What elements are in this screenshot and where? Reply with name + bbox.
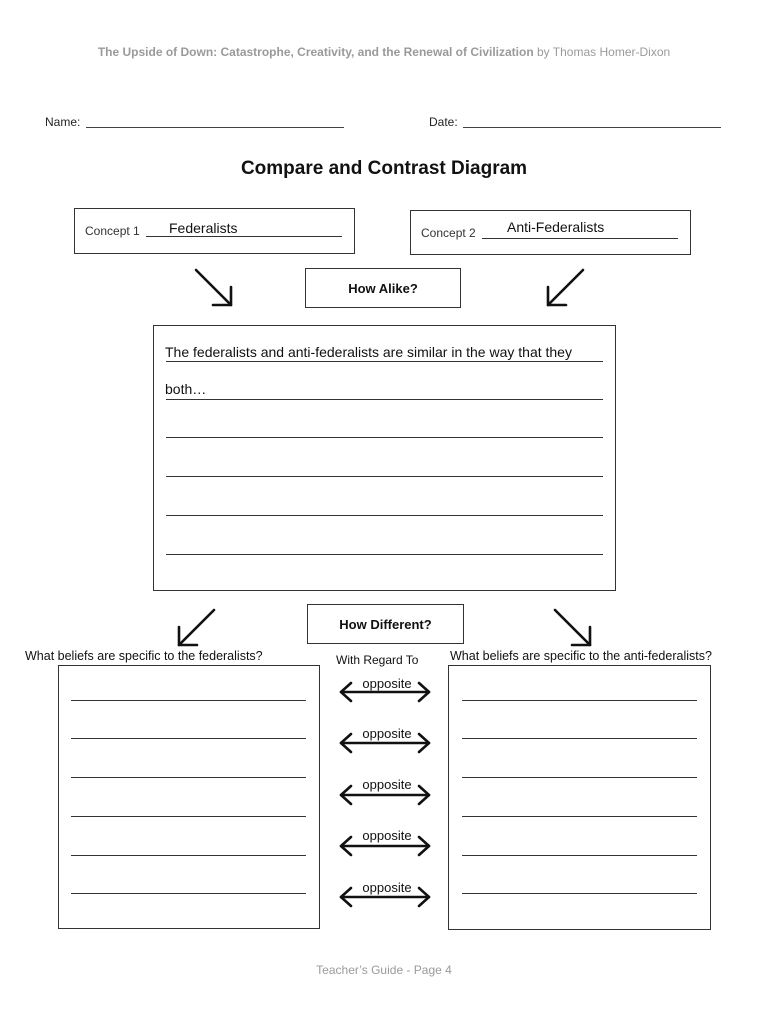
book-title: The Upside of Down: Catastrophe, Creativ…	[97, 45, 534, 59]
anti-federalists-question: What beliefs are specific to the anti-fe…	[450, 649, 712, 663]
alike-sentence-line2: both…	[165, 381, 207, 397]
page-footer: Teacher’s Guide - Page 4	[316, 963, 452, 977]
concept1-label: Concept 1	[85, 224, 140, 238]
anti-federalists-belief-line[interactable]	[462, 893, 697, 894]
anti-federalists-belief-line[interactable]	[462, 816, 697, 817]
opposite-label: opposite	[362, 726, 412, 741]
arrow-down-right-icon	[553, 608, 592, 647]
opposite-label: opposite	[362, 777, 412, 792]
name-label: Name:	[45, 115, 81, 129]
alike-sentence-line1: The federalists and anti-federalists are…	[165, 344, 572, 360]
federalists-belief-line[interactable]	[71, 855, 306, 856]
double-arrow-icon	[339, 681, 431, 703]
arrow-down-right-icon	[194, 268, 233, 307]
concept2-value: Anti-Federalists	[507, 219, 605, 235]
federalists-beliefs-box	[58, 665, 320, 929]
anti-federalists-beliefs-box	[448, 665, 711, 930]
anti-federalists-belief-line[interactable]	[462, 700, 697, 701]
concept2-box: Concept 2 Anti-Federalists	[410, 210, 691, 255]
concept2-label: Concept 2	[421, 226, 476, 240]
how-alike-heading: How Alike?	[305, 268, 461, 308]
arrow-down-left-icon	[177, 608, 216, 647]
concept2-blank[interactable]	[482, 238, 678, 239]
anti-federalists-belief-line[interactable]	[462, 777, 697, 778]
federalists-belief-line[interactable]	[71, 893, 306, 894]
opposite-label: opposite	[362, 828, 412, 843]
date-field[interactable]	[463, 127, 721, 128]
book-author: by Thomas Homer-Dixon	[533, 45, 671, 59]
how-different-heading: How Different?	[307, 604, 464, 644]
with-regard-to-label: With Regard To	[336, 653, 419, 667]
concept1-box: Concept 1 Federalists	[74, 208, 355, 254]
alike-line[interactable]	[166, 515, 603, 516]
date-label: Date:	[429, 115, 458, 129]
arrow-down-left-icon	[546, 268, 585, 307]
name-field[interactable]	[86, 127, 344, 128]
opposite-label: opposite	[362, 880, 412, 895]
double-arrow-icon	[339, 784, 431, 806]
page-title: Compare and Contrast Diagram	[240, 158, 528, 179]
concept1-value: Federalists	[169, 220, 238, 236]
alike-line[interactable]	[166, 437, 603, 438]
alike-line[interactable]	[166, 399, 603, 400]
double-arrow-icon	[339, 886, 431, 908]
federalists-belief-line[interactable]	[71, 777, 306, 778]
opposite-label: opposite	[362, 676, 412, 691]
double-arrow-icon	[339, 835, 431, 857]
concept1-blank[interactable]	[146, 236, 342, 237]
federalists-question: What beliefs are specific to the federal…	[25, 649, 263, 663]
book-header: The Upside of Down: Catastrophe, Creativ…	[0, 45, 768, 59]
federalists-belief-line[interactable]	[71, 700, 306, 701]
double-arrow-icon	[339, 732, 431, 754]
anti-federalists-belief-line[interactable]	[462, 855, 697, 856]
anti-federalists-belief-line[interactable]	[462, 738, 697, 739]
alike-line[interactable]	[166, 361, 603, 362]
alike-line[interactable]	[166, 476, 603, 477]
alike-line[interactable]	[166, 554, 603, 555]
federalists-belief-line[interactable]	[71, 738, 306, 739]
alike-box: The federalists and anti-federalists are…	[153, 325, 616, 591]
federalists-belief-line[interactable]	[71, 816, 306, 817]
